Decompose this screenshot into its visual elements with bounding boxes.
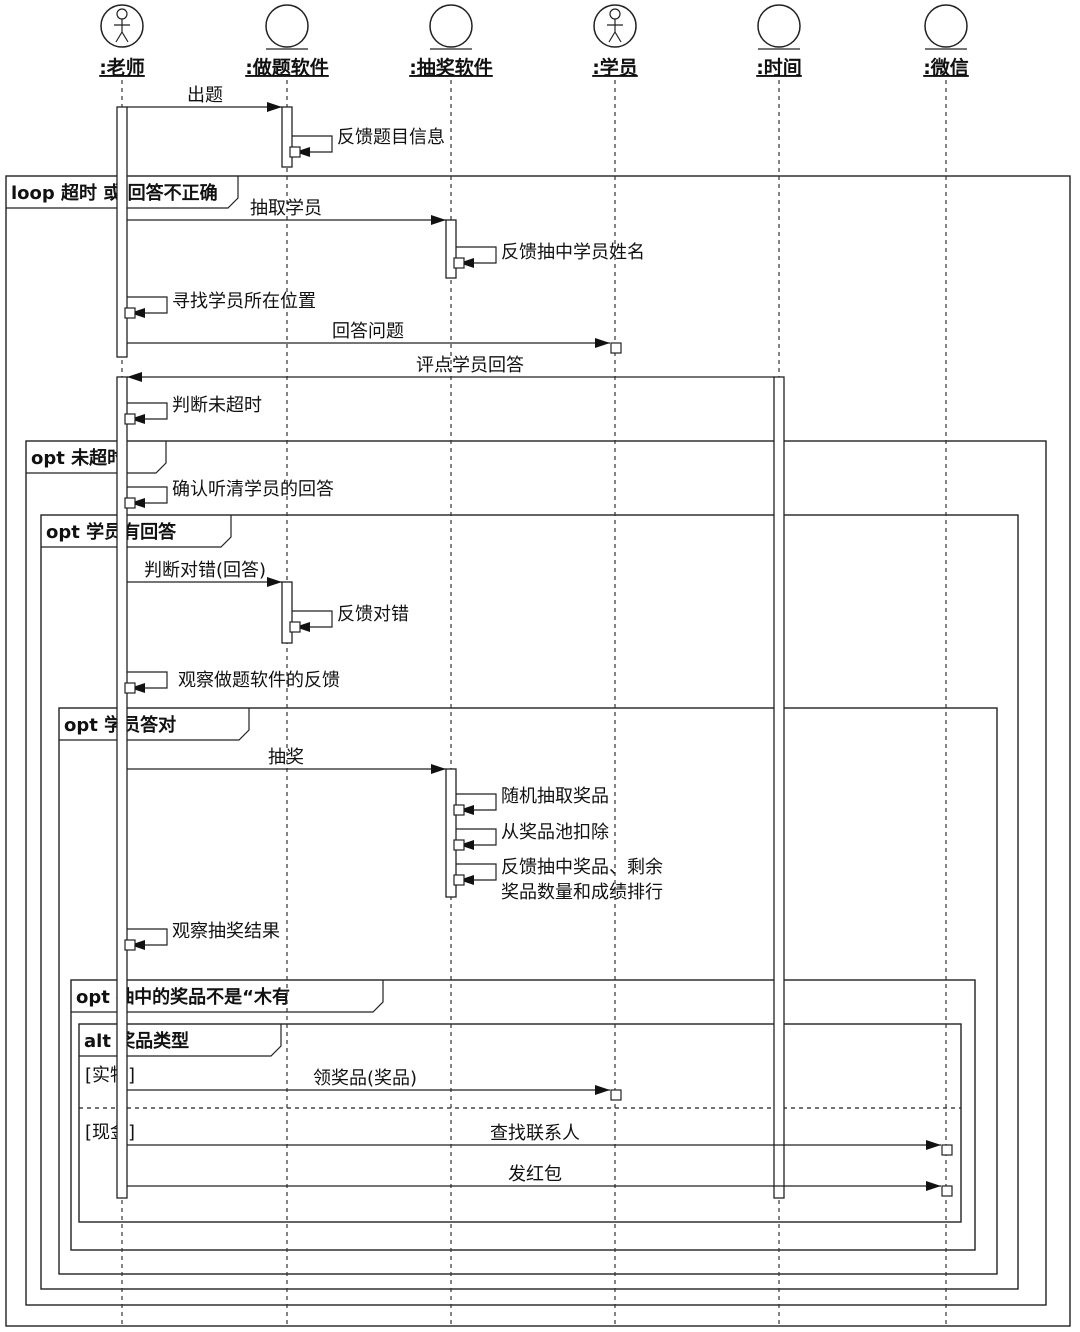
frame-label-loop: loop 超时 或 回答不正确 xyxy=(11,182,218,204)
activation-time-7 xyxy=(773,376,785,1199)
message-label-m4: 反馈抽中学员姓名 xyxy=(501,242,645,263)
activation-teacher-1 xyxy=(116,106,128,358)
message-label-m7: 评点学员回答 xyxy=(416,355,524,376)
message-label-m19: 查找联系人 xyxy=(490,1123,580,1144)
message-arrow-m14 xyxy=(459,805,474,815)
activation-lottery-6 xyxy=(445,768,457,898)
message-line-m15 xyxy=(456,828,497,846)
frame-label-opt2: opt 学员有回答 xyxy=(46,521,177,543)
self-activation-m11 xyxy=(289,621,301,633)
message-line-m12 xyxy=(127,671,168,689)
message-arrow-m1 xyxy=(267,102,282,112)
icon-lottery xyxy=(429,4,473,50)
message-arrow-m8 xyxy=(130,414,145,424)
icon-student xyxy=(593,4,637,48)
self-activation-m15 xyxy=(453,839,465,851)
message-line-m17 xyxy=(127,928,168,946)
lifeline-label-student: :学员 xyxy=(592,56,638,79)
self-activation-m16 xyxy=(453,874,465,886)
activation-teacher-2 xyxy=(116,376,128,1199)
message-line-m11 xyxy=(292,610,333,628)
message-arrow-m15 xyxy=(459,840,474,850)
message-label-m6: 回答问题 xyxy=(332,321,404,342)
activation-quiz-3 xyxy=(281,106,293,168)
frame-loop: loop 超时 或 回答不正确 xyxy=(5,175,1071,1327)
message-label-m11: 反馈对错 xyxy=(337,604,409,625)
message-label-m5: 寻找学员所在位置 xyxy=(172,291,316,312)
self-activation-m8 xyxy=(124,413,136,425)
receive-activation-m18 xyxy=(610,1089,622,1101)
message-line-m4 xyxy=(456,246,497,264)
self-activation-m2 xyxy=(289,146,301,158)
message-label-m10: 判断对错(回答) xyxy=(144,560,266,581)
message-arrow-m16 xyxy=(459,875,474,885)
message-label-m17: 观察抽奖结果 xyxy=(172,921,280,942)
receive-activation-m19 xyxy=(941,1144,953,1156)
message-arrow-m13 xyxy=(431,764,446,774)
icon-teacher xyxy=(100,4,144,48)
icon-wechat xyxy=(924,4,968,50)
activation-lottery-5 xyxy=(445,219,457,279)
message-arrow-m6 xyxy=(595,338,610,348)
message-line-m9 xyxy=(127,486,168,504)
message-line-m2 xyxy=(292,135,333,153)
message-arrow-m11 xyxy=(295,622,310,632)
message-arrow-m7 xyxy=(127,372,142,382)
message-label-m20: 发红包 xyxy=(508,1164,562,1185)
message-line-m14 xyxy=(456,793,497,811)
message-label-m18: 领奖品(奖品) xyxy=(313,1068,417,1089)
message-arrow-m4 xyxy=(459,258,474,268)
message-label-m14: 随机抽取奖品 xyxy=(501,786,609,807)
self-activation-m4 xyxy=(453,257,465,269)
message-arrow-m2 xyxy=(295,147,310,157)
message-arrow-m5 xyxy=(130,308,145,318)
self-activation-m12 xyxy=(124,682,136,694)
self-activation-m17 xyxy=(124,939,136,951)
lifeline-label-teacher: :老师 xyxy=(99,56,145,79)
message-arrow-m18 xyxy=(595,1085,610,1095)
message-label-m3: 抽取学员 xyxy=(250,198,322,219)
message-arrow-m20 xyxy=(926,1181,941,1191)
message-label-m16-2: 奖品数量和成绩排行 xyxy=(501,882,663,903)
receive-activation-m6 xyxy=(610,342,622,354)
message-line-m8 xyxy=(127,402,168,420)
message-arrow-m3 xyxy=(431,215,446,225)
frame-opt3: opt 学员答对 xyxy=(58,707,998,1275)
icon-quiz xyxy=(265,4,309,50)
icon-time xyxy=(757,4,801,50)
frame-label-alt: alt 奖品类型 xyxy=(84,1030,189,1052)
activation-quiz-4 xyxy=(281,581,293,644)
message-label-m15: 从奖品池扣除 xyxy=(501,822,609,843)
message-arrow-m19 xyxy=(926,1140,941,1150)
message-label-m9: 确认听清学员的回答 xyxy=(172,479,334,500)
frame-opt4: opt 抽中的奖品不是“木有 xyxy=(70,979,976,1251)
frame-label-opt1: opt 未超时 xyxy=(31,447,125,469)
message-arrow-m12 xyxy=(130,683,145,693)
message-arrow-m10 xyxy=(267,577,282,587)
lifeline-label-lottery: :抽奖软件 xyxy=(409,56,493,79)
frame-opt1: opt 未超时 xyxy=(25,440,1047,1306)
lifeline-label-wechat: :微信 xyxy=(923,56,969,79)
frame-label-opt4: opt 抽中的奖品不是“木有 xyxy=(76,986,290,1008)
message-label-m12: 观察做题软件的反馈 xyxy=(178,670,340,691)
message-label-m2: 反馈题目信息 xyxy=(337,127,445,148)
message-arrow-m17 xyxy=(130,940,145,950)
self-activation-m9 xyxy=(124,497,136,509)
receive-activation-m20 xyxy=(941,1185,953,1197)
message-arrow-m9 xyxy=(130,498,145,508)
message-label-m13: 抽奖 xyxy=(268,747,304,768)
frame-alt: alt 奖品类型 xyxy=(78,1023,962,1223)
message-line-m5 xyxy=(127,296,168,314)
self-activation-m14 xyxy=(453,804,465,816)
message-label-m16-1: 反馈抽中奖品、剩余 xyxy=(501,857,663,878)
message-label-m8: 判断未超时 xyxy=(172,395,262,416)
lifeline-label-quiz: :做题软件 xyxy=(245,56,329,79)
message-label-m1: 出题 xyxy=(187,85,223,106)
lifeline-label-time: :时间 xyxy=(756,57,802,79)
message-line-m16 xyxy=(456,863,497,881)
self-activation-m5 xyxy=(124,307,136,319)
frame-opt2: opt 学员有回答 xyxy=(40,514,1019,1290)
